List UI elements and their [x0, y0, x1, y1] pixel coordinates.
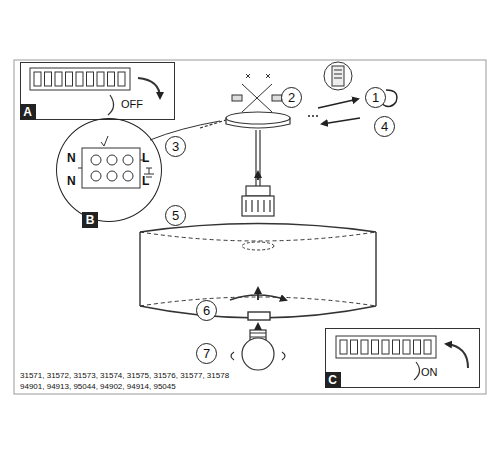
- wire-label: N: [67, 152, 76, 164]
- callout-number: 1: [365, 87, 386, 108]
- switch-panel: ON C: [325, 328, 480, 388]
- terminal: [45, 72, 52, 86]
- wire-label: L: [142, 152, 149, 164]
- step-label: 2: [288, 91, 295, 104]
- leader-line: [150, 121, 220, 140]
- step-label: A: [23, 106, 32, 118]
- terminal: [393, 340, 400, 354]
- terminal: [382, 340, 389, 354]
- callout-number: 5: [165, 205, 186, 226]
- step-label: 6: [203, 304, 210, 317]
- cord-and-socket: [242, 130, 274, 216]
- step-badge: B: [82, 212, 98, 228]
- terminal: [87, 72, 94, 86]
- terminal: [34, 72, 41, 86]
- step-label: B: [86, 214, 95, 226]
- terminal: [76, 72, 83, 86]
- terminal: [108, 72, 115, 86]
- terminal: [97, 72, 104, 86]
- terminal-block: [78, 136, 154, 188]
- callout-number: 4: [374, 116, 395, 137]
- terminal: [372, 340, 379, 354]
- lamp-shade: [140, 224, 376, 321]
- switch-state: ON: [421, 367, 438, 378]
- step-label: C: [328, 374, 337, 386]
- step-label: 4: [381, 120, 388, 133]
- step-label: 5: [172, 209, 179, 222]
- terminal-strip-on: [336, 336, 468, 380]
- step-label: 3: [172, 140, 179, 153]
- terminal-strip-off: [30, 68, 160, 115]
- ceiling-canopy: [200, 112, 290, 128]
- terminal: [414, 340, 421, 354]
- step-badge: A: [20, 104, 36, 120]
- callout-number: 6: [196, 300, 217, 321]
- step-label: 7: [203, 347, 210, 360]
- terminal: [118, 72, 125, 86]
- terminal: [340, 340, 347, 354]
- callout-number: 3: [165, 136, 186, 157]
- model-numbers: 94901, 94913, 95044, 94902, 94914, 95045: [20, 383, 176, 391]
- terminal: [351, 340, 358, 354]
- wire-connector: [324, 62, 352, 90]
- terminal: [55, 72, 62, 86]
- step-badge: C: [325, 372, 341, 388]
- terminal: [66, 72, 73, 86]
- wire-label: L: [142, 175, 149, 187]
- step-label: 1: [372, 91, 379, 104]
- terminal: [424, 340, 431, 354]
- screw-plugs: [232, 74, 282, 112]
- model-numbers: 31571, 31572, 31573, 31574, 31575, 31576…: [20, 372, 229, 380]
- wire-label: N: [67, 175, 76, 187]
- terminal: [403, 340, 410, 354]
- wiring-detail: N L N L: [56, 118, 162, 222]
- frame: [14, 60, 486, 394]
- light-bulb: [231, 324, 285, 370]
- switch-state: OFF: [121, 99, 143, 110]
- callout-number: 2: [281, 87, 302, 108]
- terminal: [361, 340, 368, 354]
- switch-panel: OFF A: [20, 62, 175, 120]
- callout-number: 7: [196, 343, 217, 364]
